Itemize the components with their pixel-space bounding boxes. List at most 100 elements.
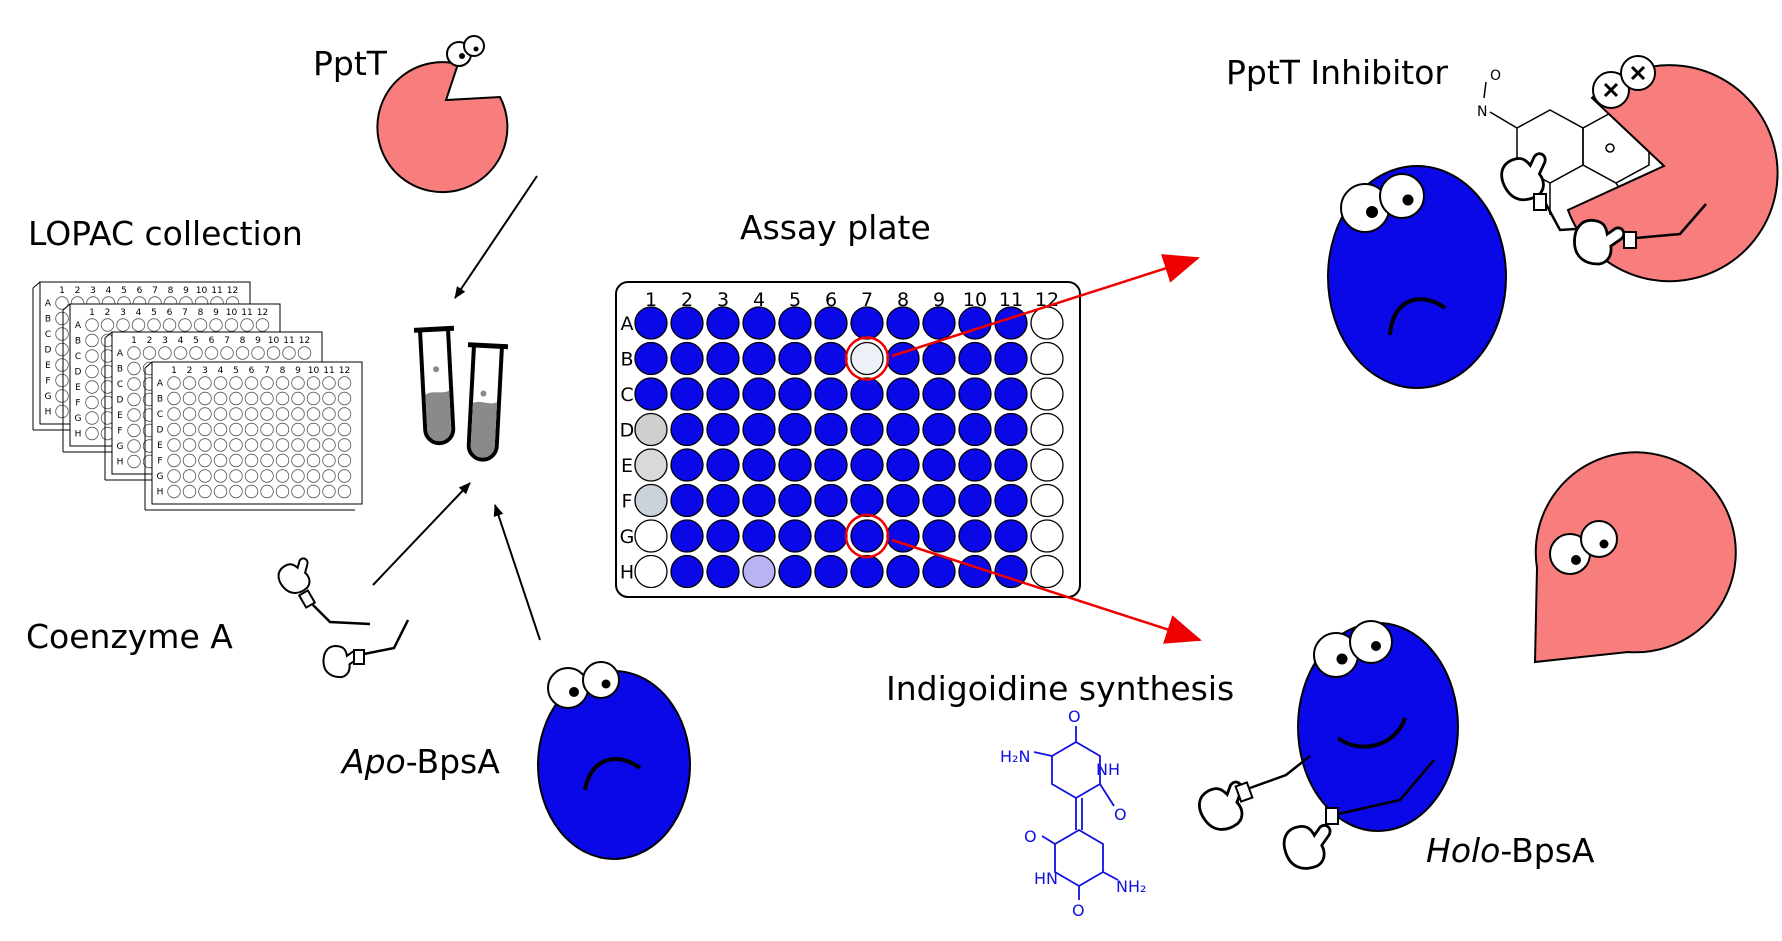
lopac-well: [244, 484, 259, 499]
plate-well: [634, 306, 668, 340]
lopac-well: [229, 376, 243, 390]
plate-well: [886, 554, 920, 589]
plate-well: [958, 341, 992, 376]
apo-italic: Apo: [340, 742, 406, 781]
lopac-well: [85, 426, 99, 441]
plate-well: [922, 483, 956, 518]
lopac-well: [291, 407, 305, 421]
lopac-col-label: 10: [268, 336, 280, 346]
plate-well: [850, 377, 884, 411]
lopac-row-label: F: [45, 377, 50, 387]
plate-well: [994, 554, 1028, 589]
lopac-row-label: E: [157, 441, 163, 451]
lopac-row-label: H: [117, 458, 124, 468]
lopac-well: [178, 318, 192, 332]
lopac-col-label: 10: [196, 286, 208, 296]
lopac-well: [85, 364, 99, 379]
plate-well: [886, 483, 920, 518]
inhibitor-coa-hands: [1495, 147, 1707, 270]
lopac-well: [229, 453, 243, 468]
lopac-well: [337, 484, 352, 499]
lopac-well: [131, 318, 146, 332]
lopac-well: [322, 438, 336, 452]
lopac-well: [229, 484, 243, 499]
plate-well: [814, 306, 848, 340]
lopac-well: [167, 391, 181, 406]
plate-well: [958, 519, 992, 553]
apo-bpsa-label: Apo-BpsA: [340, 742, 500, 781]
plate-well: [670, 306, 704, 340]
plate-well: [742, 341, 776, 376]
lopac-well: [275, 422, 290, 437]
lopac-col-label: 7: [152, 286, 158, 296]
lopac-row-label: F: [117, 427, 122, 437]
plate-col-label: 4: [753, 289, 765, 311]
lopac-row-label: B: [157, 395, 163, 405]
plate-col-label: 8: [897, 289, 909, 311]
plate-well: [778, 483, 812, 518]
plate-well: [922, 306, 956, 340]
lopac-well: [213, 438, 228, 452]
inhibitor-n: N: [1477, 104, 1487, 120]
lopac-row-label: B: [45, 315, 51, 325]
plate-well: [886, 377, 920, 411]
lopac-well: [306, 422, 321, 437]
plate-well: [922, 448, 956, 482]
plate-well: [670, 483, 704, 518]
plate-well: [742, 412, 776, 447]
plate-row-label: B: [620, 349, 633, 371]
lopac-well: [167, 422, 181, 437]
lopac-well: [337, 376, 352, 390]
plate-well: [814, 341, 848, 376]
lopac-well: [275, 453, 290, 468]
lopac-well: [306, 469, 321, 483]
lopac-well: [244, 422, 259, 437]
plate-well: [994, 448, 1028, 482]
lopac-well: [167, 438, 181, 452]
plate-well: [958, 483, 992, 518]
lopac-col-label: 9: [295, 366, 301, 376]
lopac-well: [55, 342, 69, 357]
plate-highlights: [844, 336, 890, 559]
lopac-col-label: 2: [75, 286, 81, 296]
lopac-well: [244, 391, 259, 406]
lopac-well: [322, 422, 336, 437]
lopac-well: [167, 469, 181, 483]
lopac-well: [235, 346, 250, 360]
lopac-well: [85, 380, 99, 394]
indigoidine-hn: HN: [1034, 869, 1058, 888]
lopac-well: [244, 453, 259, 468]
holo-bpsa-label: Holo-BpsA: [1426, 831, 1595, 870]
plate-well: [778, 412, 812, 447]
lopac-well: [182, 376, 197, 390]
plate-well: [886, 448, 920, 482]
apo-bpsa-enzyme: [537, 661, 691, 860]
plate-well: [814, 412, 848, 447]
lopac-well: [337, 422, 352, 437]
lopac-row-label: E: [117, 411, 123, 421]
indigoidine-nh2: NH₂: [1116, 877, 1146, 896]
plate-well: [814, 483, 848, 518]
plate-well: [850, 306, 884, 340]
apo-rest: -BpsA: [406, 742, 501, 781]
plate-well: [706, 341, 740, 376]
lopac-row-label: A: [45, 299, 52, 309]
lopac-col-label: 4: [136, 308, 142, 318]
plate-well: [850, 448, 884, 482]
lopac-well: [182, 484, 197, 499]
plate-col-label: 5: [789, 289, 801, 311]
plate-col-label: 9: [933, 289, 945, 311]
lopac-well: [213, 407, 228, 421]
lopac-row-label: D: [45, 346, 52, 356]
lopac-row-label: C: [157, 410, 163, 420]
lopac-well: [251, 346, 265, 360]
lopac-well: [260, 453, 274, 468]
lopac-well: [55, 358, 69, 372]
arrow-pptt-to-tubes: [454, 175, 538, 299]
plate-well: [922, 412, 956, 447]
plate-row-label: C: [620, 384, 633, 406]
plate-well: [706, 448, 740, 482]
test-tubes: [413, 325, 509, 462]
lopac-well: [306, 453, 321, 468]
lopac-well: [306, 484, 321, 499]
